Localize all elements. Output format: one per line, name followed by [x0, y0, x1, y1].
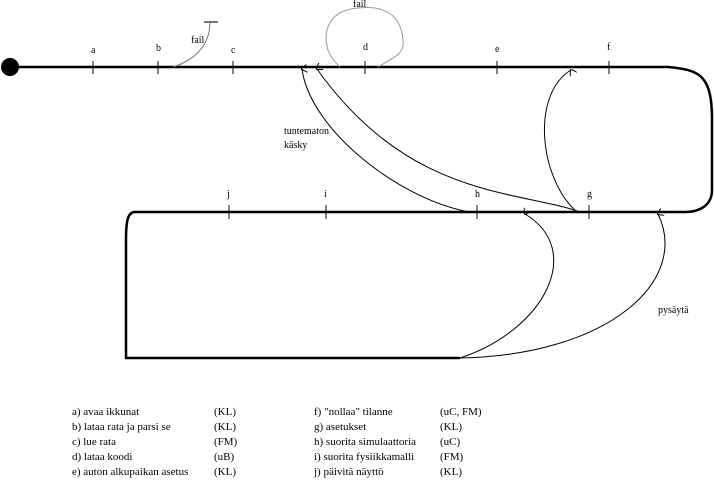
tick-label-a: a: [91, 45, 96, 56]
legend-label: i) suorita fysiikkamalli: [314, 451, 415, 463]
settings-back-arrow: [317, 69, 581, 213]
fail-branch-b: [172, 21, 211, 68]
legend-item: i) suorita fysiikkamalli (FM): [314, 450, 482, 465]
legend-item: g) asetukset (KL): [314, 420, 482, 435]
legend-label: c) lue rata: [72, 436, 116, 448]
legend-item: d) lataa koodi (uB): [72, 450, 237, 465]
tick-label-e: e: [495, 44, 500, 55]
tick-label-d: d: [363, 42, 368, 53]
unknown-command-label-1: tuntematon: [284, 126, 329, 137]
legend-owner: (FM): [214, 436, 238, 448]
legend-item: e) auton alkupaikan asetus (KL): [72, 465, 237, 480]
settings-to-f-arrow: [543, 70, 578, 213]
fail-loop-d: [325, 6, 404, 68]
loop-to-h-arrow: [459, 214, 555, 359]
fail-label-1: fail: [191, 35, 205, 46]
legend-owner: (uC, FM): [440, 406, 482, 418]
legend-owner: (KL): [440, 421, 462, 433]
legend-label: d) lataa koodi: [72, 451, 133, 463]
legend-label: f) "nollaa" tilanne: [314, 406, 393, 418]
legend-label: g) asetukset: [314, 421, 367, 433]
legend-item: h) suorita simulaattoria (uC): [314, 435, 482, 450]
legend-right: f) "nollaa" tilanne (uC, FM) g) asetukset…: [314, 405, 482, 480]
unknown-command-label-2: käsky: [284, 140, 307, 151]
legend-item: j) päivitä näyttö (KL): [314, 465, 482, 480]
legend-owner: (KL): [214, 421, 236, 433]
tick-label-j: j: [226, 189, 230, 200]
ticks-top: [92, 61, 610, 74]
fail-label-2: fail: [353, 0, 367, 10]
legend-owner: (uB): [214, 451, 235, 463]
legend-owner: (KL): [440, 466, 462, 478]
legend-item: a) avaa ikkunat (KL): [72, 405, 237, 420]
legend-item: b) lataa rata ja parsi se (KL): [72, 420, 237, 435]
legend-item: f) "nollaa" tilanne (uC, FM): [314, 405, 482, 420]
legend-owner: (FM): [440, 451, 464, 463]
tick-label-i: i: [324, 189, 327, 200]
tick-label-h: h: [475, 189, 480, 200]
tick-label-f: f: [607, 42, 611, 53]
legend-label: e) auton alkupaikan asetus: [72, 466, 189, 478]
tick-label-g: g: [587, 189, 592, 200]
legend-label: a) avaa ikkunat: [72, 406, 140, 418]
legend-owner: (uC): [440, 436, 461, 448]
legend-label: j) päivitä näyttö: [314, 466, 384, 478]
tick-label-b: b: [156, 43, 161, 54]
legend-owner: (KL): [214, 406, 236, 418]
legend-label: b) lataa rata ja parsi se: [72, 421, 171, 433]
legend-label: h) suorita simulaattoria: [314, 436, 417, 448]
legend-item: c) lue rata (FM): [72, 435, 237, 450]
legend-owner: (KL): [214, 466, 236, 478]
ticks-bottom: [228, 205, 590, 219]
stop-arrow: [459, 214, 666, 359]
main-flow-line: [10, 65, 714, 360]
tick-label-c: c: [231, 45, 236, 56]
unknown-command-arrow: [302, 69, 471, 213]
stop-label: pysäytä: [658, 305, 689, 316]
legend-left: a) avaa ikkunat (KL) b) lataa rata ja par…: [72, 405, 237, 480]
